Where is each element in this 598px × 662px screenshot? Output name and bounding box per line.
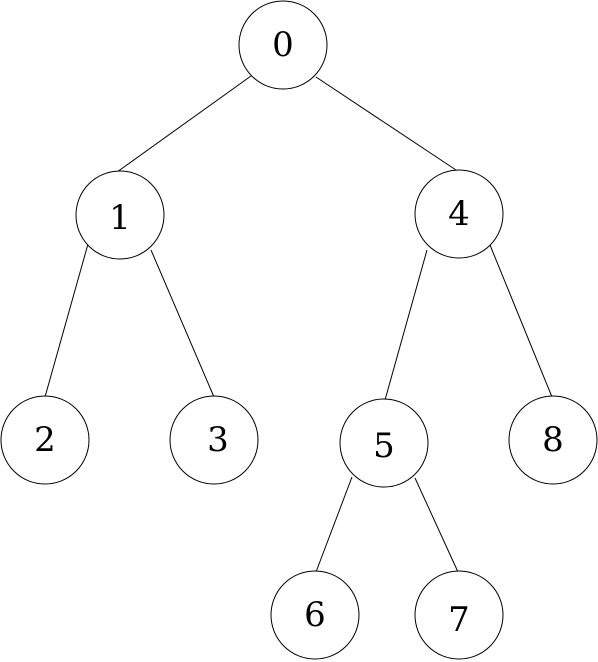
node-label: 8 — [542, 420, 564, 460]
edge-1-3 — [150, 249, 215, 398]
node-circle — [75, 170, 165, 260]
node-circle — [0, 395, 90, 485]
edge-0-4 — [315, 76, 460, 173]
edge-4-5 — [384, 249, 428, 401]
edge-4-8 — [489, 244, 553, 398]
tree-node-5: 5 — [339, 398, 429, 488]
node-circle — [508, 395, 598, 485]
tree-node-2: 2 — [0, 395, 90, 485]
node-circle — [339, 398, 429, 488]
tree-node-7: 7 — [414, 570, 504, 660]
node-circle — [414, 169, 504, 259]
node-label: 3 — [207, 420, 229, 460]
node-label: 2 — [34, 420, 56, 460]
node-label: 1 — [109, 198, 131, 238]
tree-node-4: 4 — [414, 169, 504, 259]
node-circle — [414, 570, 504, 660]
node-label: 0 — [272, 25, 294, 65]
tree-node-8: 8 — [508, 395, 598, 485]
node-circle — [238, 0, 328, 90]
edge-5-7 — [414, 477, 459, 573]
node-circle — [270, 570, 360, 660]
edge-1-2 — [44, 243, 89, 398]
tree-node-3: 3 — [169, 395, 259, 485]
node-label: 6 — [304, 595, 326, 635]
node-label: 4 — [448, 194, 470, 234]
tree-node-1: 1 — [75, 170, 165, 260]
edge-0-1 — [116, 75, 252, 173]
node-label: 7 — [448, 600, 470, 640]
edge-5-6 — [315, 476, 353, 573]
node-label: 5 — [373, 426, 395, 466]
tree-edges — [44, 75, 553, 573]
tree-node-0: 0 — [238, 0, 328, 90]
node-circle — [169, 395, 259, 485]
tree-node-6: 6 — [270, 570, 360, 660]
